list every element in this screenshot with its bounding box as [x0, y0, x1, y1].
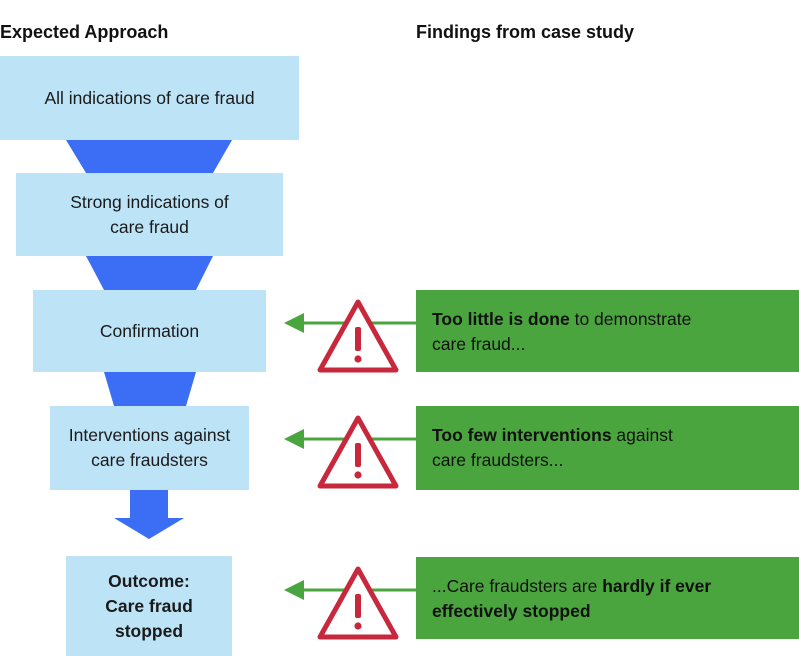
warning-icon	[317, 299, 399, 373]
finding-hardly-stopped: ...Care fraudsters are hardly if ever ef…	[416, 557, 799, 639]
funnel-step-text: Confirmation	[99, 320, 200, 341]
warning-icon	[317, 415, 399, 489]
funnel-segment	[66, 140, 232, 173]
funnel-arrow	[114, 490, 184, 539]
funnel-step-all-indications: All indications of care fraud	[0, 56, 299, 140]
finding-line: care fraud...	[432, 334, 526, 354]
warning-icon	[317, 566, 399, 640]
finding-too-few-interventions: Too few interventions against care fraud…	[416, 406, 799, 490]
funnel-step-text: All indications of care fraud	[44, 87, 255, 108]
funnel-segment	[104, 372, 196, 406]
finding-line: Too little is done to demonstrate	[432, 309, 692, 329]
finding-line: ...Care fraudsters are hardly if ever	[432, 576, 712, 596]
finding-line: care fraudsters...	[432, 450, 564, 470]
funnel-segment	[86, 256, 213, 290]
funnel-step-confirmation: Confirmation	[33, 290, 266, 372]
expected-approach-header: Expected Approach	[0, 22, 169, 42]
finding-line: effectively stopped	[432, 601, 591, 621]
finding-line: Too few interventions against	[432, 425, 673, 445]
finding-too-little-done: Too little is done to demonstrate care f…	[416, 290, 799, 372]
findings-header: Findings from case study	[416, 22, 635, 42]
